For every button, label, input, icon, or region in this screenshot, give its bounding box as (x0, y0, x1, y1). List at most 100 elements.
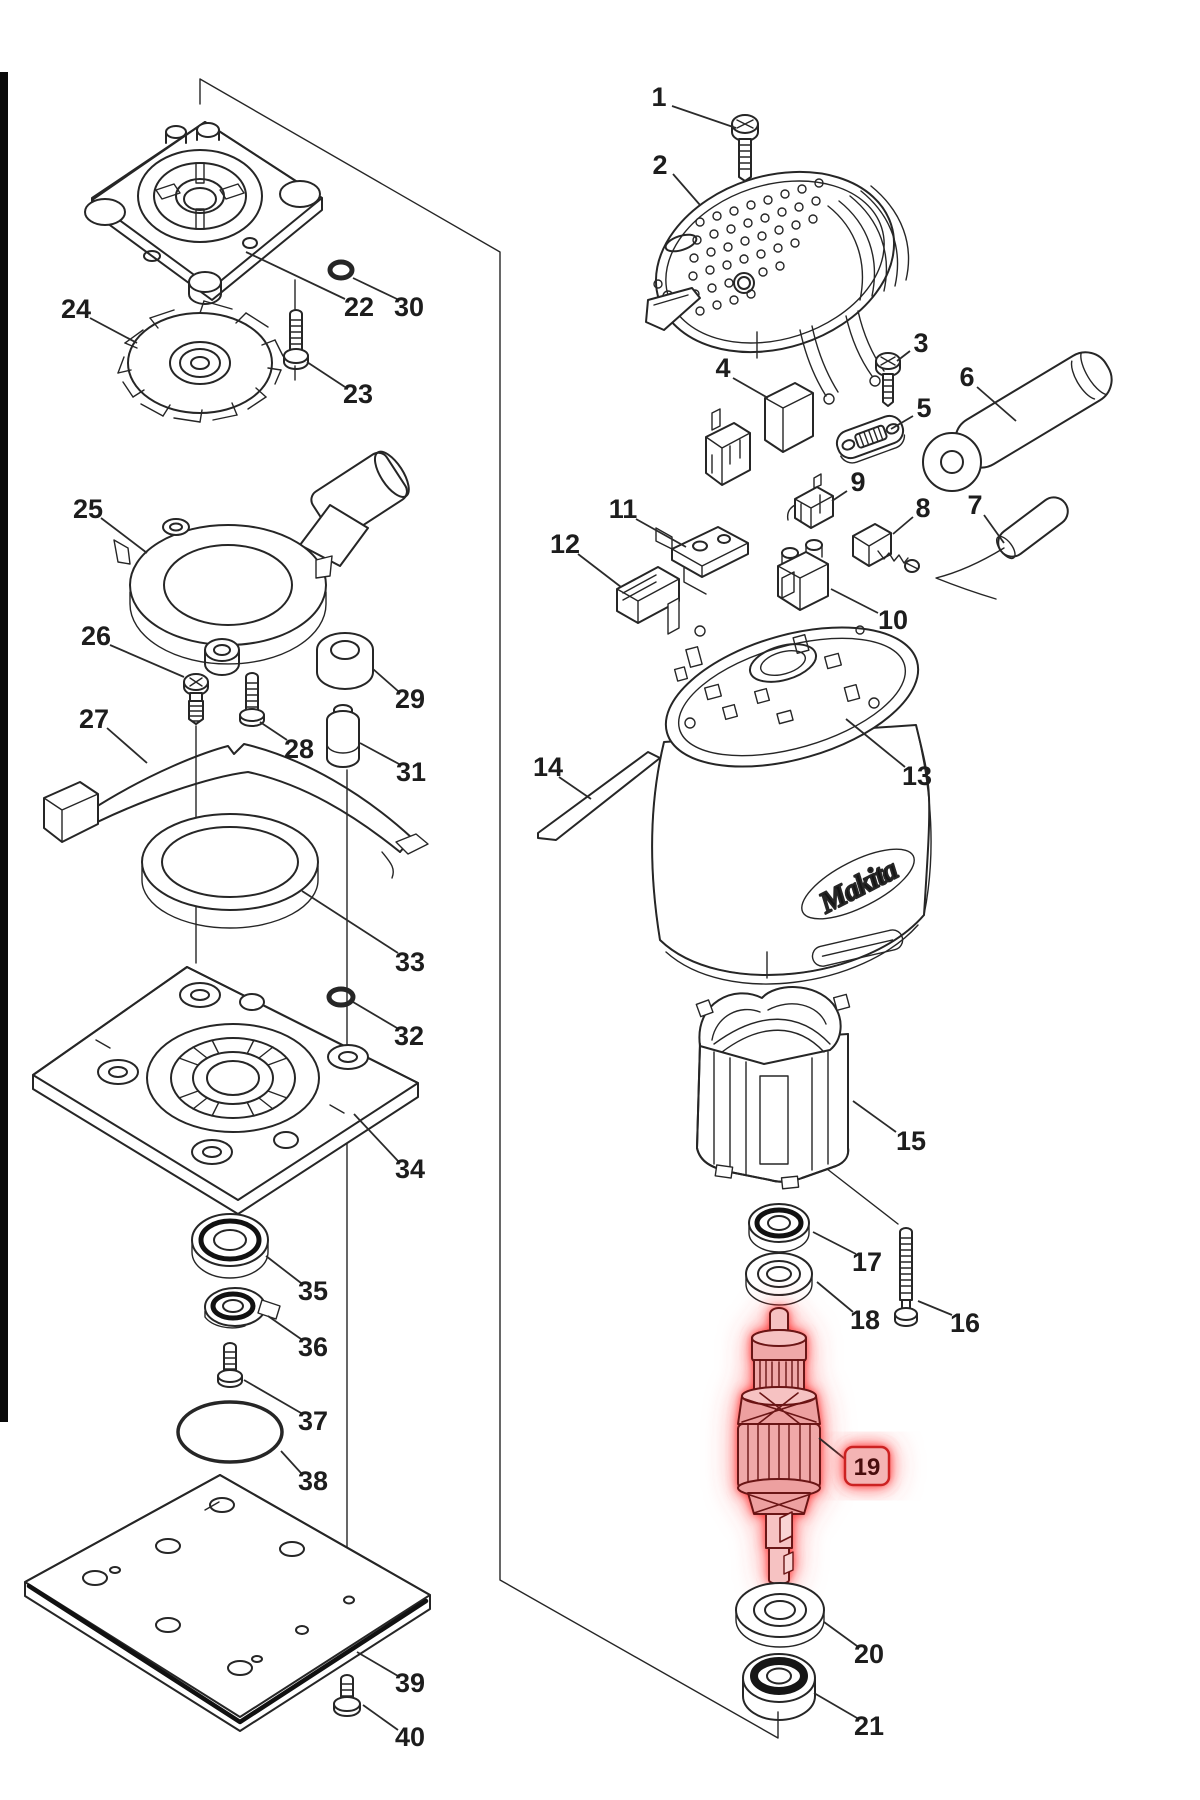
part-label-26[interactable]: 26 (81, 621, 111, 651)
part-19-armature-drawing-highlighted[interactable] (737, 1307, 821, 1585)
part-label-39[interactable]: 39 (395, 1668, 425, 1698)
part-26-screw-drawing (183, 673, 209, 725)
part-12-plate-drawing (616, 566, 680, 635)
leader-line-25 (100, 517, 148, 554)
part-label-19-highlighted[interactable]: 19 (843, 1445, 891, 1487)
part-34-base-drawing (32, 966, 419, 1215)
leader-line-31 (359, 742, 400, 765)
part-13-housing-drawing: Makita (651, 625, 932, 985)
part-11-strip-drawing (655, 526, 749, 595)
part-label-7[interactable]: 7 (967, 490, 982, 520)
part-8-brush-drawing (852, 523, 920, 573)
part-40-screw-drawing (333, 1674, 361, 1717)
page-edge-artifact (0, 72, 8, 1422)
part-38-oring-drawing (176, 1400, 284, 1464)
leader-line-39 (356, 1651, 399, 1677)
leader-line-20 (823, 1621, 858, 1647)
part-32-oring-drawing (326, 986, 356, 1008)
part-10-terminal-block-drawing (777, 539, 829, 611)
part-label-14[interactable]: 14 (533, 752, 563, 782)
leader-line-30 (352, 277, 398, 300)
leader-line-34 (353, 1113, 399, 1162)
part-21-bearing-drawing (742, 1653, 816, 1721)
part-label-13[interactable]: 13 (902, 761, 932, 791)
part-37-screw-drawing (217, 1342, 243, 1388)
part-label-4[interactable]: 4 (715, 353, 730, 383)
part-3-screw-drawing (875, 352, 901, 407)
part-22-bearing-box-drawing (84, 121, 323, 305)
part-23-screw-drawing (283, 309, 309, 370)
part-label-36[interactable]: 36 (298, 1332, 328, 1362)
part-30-oring-drawing (327, 259, 355, 281)
leader-line-29 (372, 668, 399, 692)
leader-line-1 (671, 105, 737, 129)
leader-line-9 (831, 490, 848, 502)
part-24-fan-drawing (117, 300, 284, 423)
leader-line-37 (243, 1379, 302, 1414)
part-label-6[interactable]: 6 (959, 362, 974, 392)
part-label-27[interactable]: 27 (79, 704, 109, 734)
part-label-40[interactable]: 40 (395, 1722, 425, 1752)
part-label-22[interactable]: 22 (344, 292, 374, 322)
part-16-screw-drawing (894, 1227, 918, 1327)
leader-line-12 (577, 553, 622, 588)
part-label-21[interactable]: 21 (854, 1711, 884, 1741)
leader-line-16 (917, 1300, 953, 1316)
part-label-1[interactable]: 1 (651, 82, 666, 112)
part-label-20[interactable]: 20 (854, 1639, 884, 1669)
part-label-29[interactable]: 29 (395, 684, 425, 714)
leader-line-7 (983, 514, 1005, 544)
part-label-5[interactable]: 5 (916, 393, 931, 423)
part-label-34[interactable]: 34 (395, 1154, 425, 1184)
part-14-wrench-drawing (537, 751, 661, 841)
part-label-8[interactable]: 8 (915, 493, 930, 523)
svg-text:19: 19 (854, 1454, 881, 1481)
part-label-17[interactable]: 17 (852, 1247, 882, 1277)
leader-line-35 (265, 1255, 302, 1284)
part-2-cover-drawing (645, 170, 910, 405)
part-27-frame-drawing (43, 743, 429, 879)
part-label-37[interactable]: 37 (298, 1406, 328, 1436)
leader-line-33 (301, 890, 399, 954)
leader-line-36 (267, 1315, 302, 1340)
leader-line-27 (106, 727, 148, 764)
part-label-9[interactable]: 9 (850, 467, 865, 497)
part-label-12[interactable]: 12 (550, 529, 580, 559)
leader-line-19 (818, 1437, 846, 1460)
part-18-ring-drawing (745, 1252, 813, 1306)
part-label-2[interactable]: 2 (652, 150, 667, 180)
part-label-16[interactable]: 16 (950, 1308, 980, 1338)
part-label-30[interactable]: 30 (394, 292, 424, 322)
envelope-line (199, 78, 779, 1739)
part-label-3[interactable]: 3 (913, 328, 928, 358)
part-label-31[interactable]: 31 (396, 757, 426, 787)
part-label-28[interactable]: 28 (284, 734, 314, 764)
part-label-33[interactable]: 33 (395, 947, 425, 977)
part-label-24[interactable]: 24 (61, 294, 91, 324)
leader-line-11 (635, 518, 687, 548)
part-label-35[interactable]: 35 (298, 1276, 328, 1306)
part-39-pad-drawing (24, 1474, 431, 1732)
leader-line-40 (362, 1704, 399, 1731)
part-label-25[interactable]: 25 (73, 494, 103, 524)
part-label-10[interactable]: 10 (878, 605, 908, 635)
part-9-terminal-drawing (786, 473, 834, 529)
part-36-retainer-drawing (204, 1287, 281, 1329)
leader-line-38 (280, 1450, 302, 1474)
part-1-screw-drawing (731, 114, 759, 182)
part-label-11[interactable]: 11 (609, 494, 638, 524)
leader-line-22 (245, 251, 346, 300)
part-label-23[interactable]: 23 (343, 379, 373, 409)
part-label-32[interactable]: 32 (394, 1021, 424, 1051)
leader-line-23 (306, 361, 346, 388)
part-label-38[interactable]: 38 (298, 1466, 328, 1496)
part-5-plate-drawing (835, 414, 906, 464)
part-label-15[interactable]: 15 (896, 1126, 926, 1156)
part-label-18[interactable]: 18 (850, 1305, 880, 1335)
leader-line-17 (812, 1231, 857, 1255)
part-25-bearing-retainer-drawing (113, 450, 410, 676)
leader-line-5 (890, 415, 914, 430)
part-15-field-drawing (695, 986, 851, 1190)
part-4-switch-drawing (705, 382, 814, 486)
